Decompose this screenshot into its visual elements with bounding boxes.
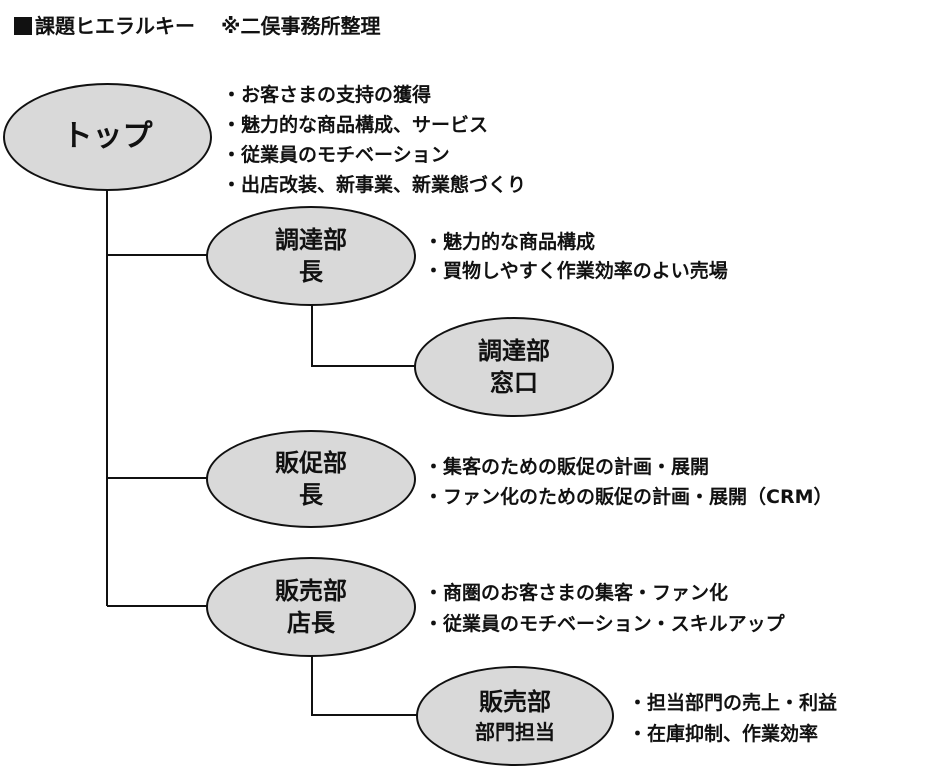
bullet-item: ・出店改装、新事業、新業態づくり xyxy=(222,174,527,196)
bullet-item: ・買物しやすく作業効率のよい売場 xyxy=(424,260,728,282)
bullets-promotion: ・集客のための販促の計画・展開 ・ファン化のための販促の計画・展開（CRM） xyxy=(424,452,832,512)
bullet-item: ・魅力的な商品構成、サービス xyxy=(222,114,489,136)
node-procurement-window: 調達部窓口 xyxy=(414,317,614,417)
bullet-item: ・集客のための販促の計画・展開 xyxy=(424,456,710,478)
connector-procure-window xyxy=(311,304,416,367)
bullet-item: ・商圏のお客さまの集客・ファン化 xyxy=(424,582,729,604)
node-sales-dept: 販売部部門担当 xyxy=(416,666,614,766)
title-text: 課題ヒエラルキー xyxy=(35,14,195,38)
node-promotion-manager: 販促部長 xyxy=(206,430,416,528)
bullet-item: ・お客さまの支持の獲得 xyxy=(222,84,432,106)
bullet-item: ・担当部門の売上・利益 xyxy=(628,692,838,714)
bullets-top: ・お客さまの支持の獲得 ・魅力的な商品構成、サービス ・従業員のモチベーション … xyxy=(222,80,526,200)
bullet-item: ・魅力的な商品構成 xyxy=(424,231,596,253)
title-note: ※二俣事務所整理 xyxy=(221,14,381,38)
node-top: トップ xyxy=(3,83,212,191)
bullet-item: ・従業員のモチベーション・スキルアップ xyxy=(424,613,785,635)
node-procurement-manager: 調達部長 xyxy=(206,206,416,306)
bullet-item: ・従業員のモチベーション xyxy=(222,144,450,166)
bullets-sales: ・商圏のお客さまの集客・ファン化 ・従業員のモチベーション・スキルアップ xyxy=(424,578,785,640)
node-sales-store-manager: 販売部店長 xyxy=(206,557,416,657)
connector-sales-dept xyxy=(311,655,418,716)
bullet-item: ・在庫抑制、作業効率 xyxy=(628,723,819,745)
page-title: 課題ヒエラルキー ※二俣事務所整理 xyxy=(14,10,380,39)
bullets-sales-dept: ・担当部門の売上・利益 ・在庫抑制、作業効率 xyxy=(628,688,837,750)
bullets-procurement: ・魅力的な商品構成 ・買物しやすく作業効率のよい売場 xyxy=(424,228,728,286)
square-icon xyxy=(14,17,32,35)
bullet-item: ・ファン化のための販促の計画・展開（CRM） xyxy=(424,486,833,508)
